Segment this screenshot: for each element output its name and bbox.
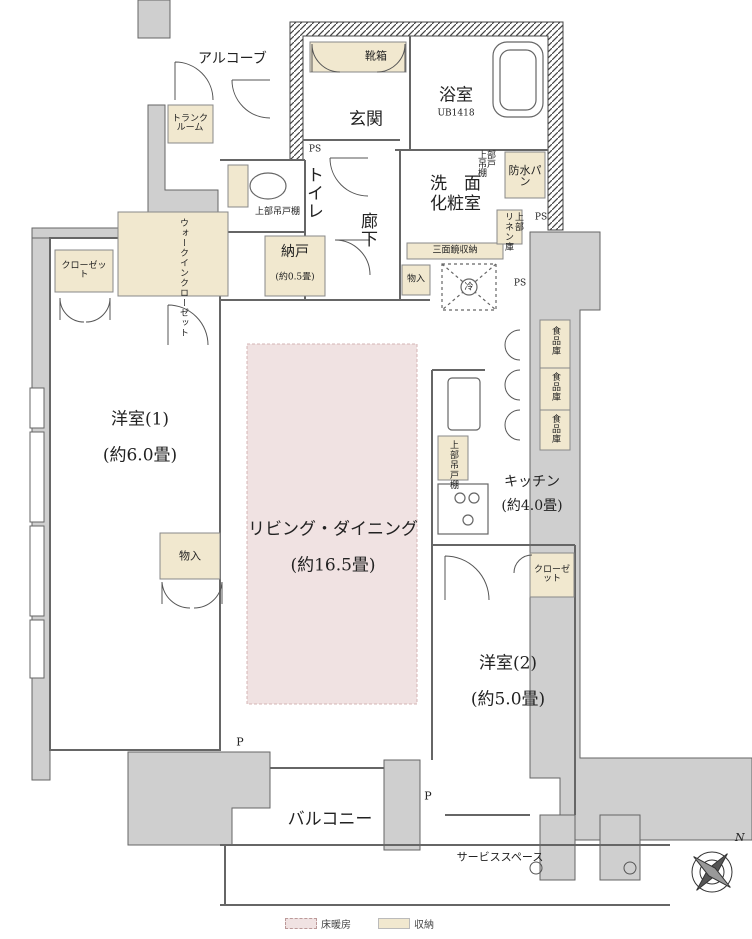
legend-storage-label: 収納 xyxy=(414,920,434,931)
service-space-fixtures xyxy=(529,861,637,875)
stove-icon xyxy=(437,483,489,535)
legend-swatch-storage xyxy=(378,918,410,929)
label-ps-top: PS xyxy=(308,144,322,155)
label-upper-shelf-kitchen: 上部吊戸棚 xyxy=(448,440,458,490)
label-washroom-2: 化粧室 xyxy=(430,194,481,214)
label-ps-mid: PS xyxy=(513,278,527,289)
label-toilet: トイレ xyxy=(303,166,323,220)
label-pipe-2: P xyxy=(424,789,432,803)
label-storage-nando-size: (約0.5畳) xyxy=(275,272,315,283)
compass-icon xyxy=(691,851,733,893)
doors xyxy=(59,43,533,609)
label-entrance: 玄関 xyxy=(349,109,383,130)
label-corridor: 廊下 xyxy=(357,212,377,248)
label-balcony: バルコニー xyxy=(287,809,373,830)
label-storage-nando: 納戸 xyxy=(281,244,309,260)
label-mirror-storage: 三面鏡収納 xyxy=(432,245,478,256)
label-closet-right: クローゼット xyxy=(533,565,570,584)
label-trunk-room: トランクルーム xyxy=(171,114,208,133)
label-pipe-1: P xyxy=(236,735,244,749)
fixtures xyxy=(249,41,544,535)
label-storage-1: 物入 xyxy=(406,274,426,285)
label-living: リビング・ダイニング xyxy=(248,519,418,540)
label-storage-2: 物入 xyxy=(179,549,201,563)
storage-areas xyxy=(54,41,575,598)
label-closet-left: クローゼット xyxy=(61,261,107,280)
sink-icon xyxy=(447,377,481,431)
outer-walls xyxy=(31,0,752,881)
label-alcove: アルコーブ xyxy=(198,51,267,67)
label-kitchen: キッチン xyxy=(504,474,560,490)
legend-floor-heating-label: 床暖房 xyxy=(321,920,351,931)
label-western-2-size: (約5.0畳) xyxy=(470,689,546,710)
label-upper-shelf-toilet: 上部吊戸棚 xyxy=(255,207,301,217)
label-linen: リネン庫 xyxy=(503,212,513,252)
label-pantry-2: 食品庫 xyxy=(550,372,560,402)
label-service-space: サービススペース xyxy=(456,850,544,864)
label-compass-n: N xyxy=(735,831,745,844)
label-washroom-1: 洗 面 xyxy=(430,174,481,194)
legend-swatch-floor-heating xyxy=(285,918,317,929)
label-western-1: 洋室(1) xyxy=(110,409,170,430)
label-pantry-1: 食品庫 xyxy=(550,326,560,356)
toilet-icon xyxy=(249,172,287,200)
label-upper-shelf-wash: 上部吊戸棚 xyxy=(478,151,497,179)
bathtub-icon xyxy=(492,41,544,118)
label-waterproof-pan: 防水パン xyxy=(508,164,542,188)
legend-floor-heating: 床暖房 xyxy=(285,916,351,931)
label-fridge: 冷 xyxy=(464,282,474,293)
windows xyxy=(29,387,45,679)
label-pantry-3: 食品庫 xyxy=(550,414,560,444)
label-bath: 浴室 xyxy=(439,85,473,106)
label-shoe-box: 靴箱 xyxy=(365,49,387,63)
label-walk-in-closet: ウォークインクローゼット xyxy=(178,218,188,338)
legend-storage: 収納 xyxy=(378,916,434,931)
label-western-1-size: (約6.0畳) xyxy=(102,445,178,466)
label-western-2: 洋室(2) xyxy=(478,653,538,674)
label-kitchen-size: (約4.0畳) xyxy=(501,498,563,514)
floor-heating-area xyxy=(246,343,418,705)
label-living-size: (約16.5畳) xyxy=(290,555,376,576)
label-bath-unit: UB1418 xyxy=(437,108,475,119)
fridge-space xyxy=(441,263,497,311)
label-upper-linen: 上部 xyxy=(513,212,523,232)
label-ps-right: PS xyxy=(534,212,548,223)
